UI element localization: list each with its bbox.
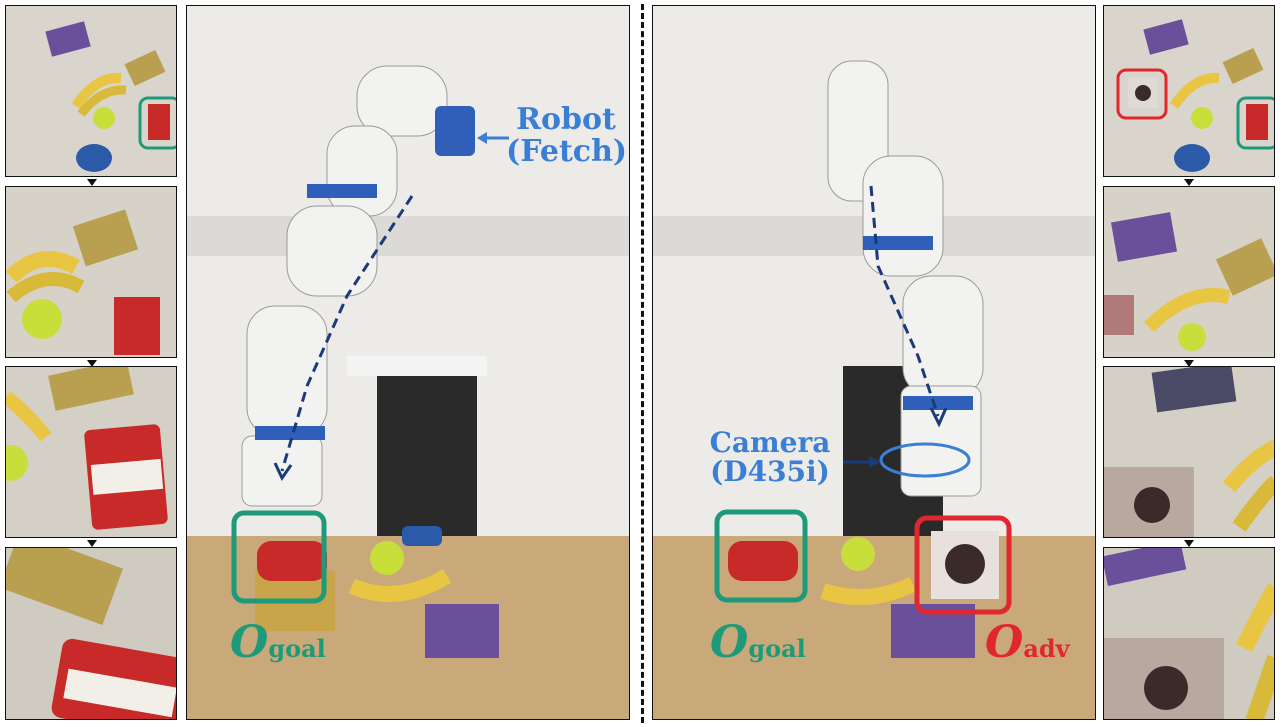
triangle-down-icon [87, 179, 97, 186]
dashed-divider [641, 4, 644, 723]
adv-subscript: adv [1023, 634, 1070, 663]
camera-label-line1: Camera [709, 426, 831, 459]
main-scene-left [186, 5, 630, 720]
robot-label-line1: Robot [516, 102, 616, 137]
goal-symbol: O [230, 617, 269, 668]
goal-symbol: O [710, 617, 749, 668]
triangle-down-icon [1184, 179, 1194, 186]
triangle-down-icon [87, 540, 97, 547]
adv-symbol: O [985, 617, 1024, 668]
right-thumbnail-4 [1103, 547, 1275, 720]
left-thumbnail-3 [5, 366, 177, 538]
thumbnail-scene [1104, 367, 1274, 537]
thumbnail-scene [1104, 187, 1274, 357]
robot-scene-right [653, 6, 1095, 719]
triangle-down-icon [1184, 540, 1194, 547]
goal-label-right: Ogoal [710, 617, 806, 668]
thumbnail-scene [1104, 548, 1274, 719]
robot-label-line2: (Fetch) [506, 133, 628, 169]
thumbnail-scene [1104, 6, 1274, 176]
camera-label: Camera (D435i) [700, 428, 840, 487]
left-thumbnail-1 [5, 5, 177, 177]
triangle-down-icon [87, 360, 97, 367]
left-thumbnail-2 [5, 186, 177, 358]
adv-label: Oadv [985, 617, 1070, 668]
right-thumbnail-3 [1103, 366, 1275, 538]
robot-label: Robot (Fetch) [506, 102, 628, 169]
triangle-down-icon [1184, 360, 1194, 367]
thumbnail-scene [6, 367, 176, 537]
goal-subscript: goal [748, 634, 806, 663]
camera-label-line2: (D435i) [710, 455, 830, 489]
right-thumbnail-2 [1103, 186, 1275, 358]
goal-subscript: goal [268, 634, 326, 663]
left-thumbnail-4 [5, 547, 177, 720]
thumbnail-scene [6, 187, 176, 357]
thumbnail-scene [6, 548, 176, 719]
right-thumbnail-1 [1103, 5, 1275, 177]
main-scene-right [652, 5, 1096, 720]
goal-label-left: Ogoal [230, 617, 326, 668]
thumbnail-scene [6, 6, 176, 176]
robot-scene-left [187, 6, 629, 719]
